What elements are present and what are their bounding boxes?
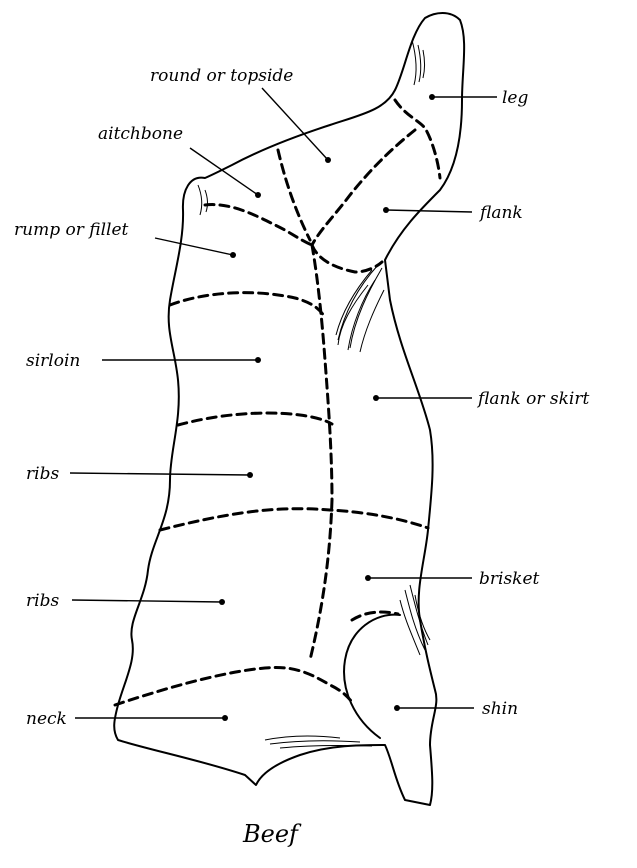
dot-neck bbox=[222, 715, 228, 721]
label-round-or-topside: round or topside bbox=[150, 66, 293, 86]
carcass-outline bbox=[113, 12, 466, 806]
label-leg: leg bbox=[502, 88, 528, 108]
dot-flank bbox=[383, 207, 389, 213]
label-brisket: brisket bbox=[479, 569, 540, 589]
label-sirloin: sirloin bbox=[26, 351, 80, 371]
dot-ribs-upper bbox=[247, 472, 253, 478]
dot-sirloin bbox=[255, 357, 261, 363]
leaders bbox=[69, 87, 497, 721]
dot-leg bbox=[429, 94, 435, 100]
shin-contour bbox=[343, 613, 401, 739]
dot-ribs-lower bbox=[219, 599, 225, 605]
label-rump-or-fillet: rump or fillet bbox=[14, 220, 129, 240]
dot-brisket bbox=[365, 575, 371, 581]
hatching bbox=[197, 39, 431, 749]
dot-aitchbone bbox=[255, 192, 261, 198]
label-flank: flank bbox=[478, 203, 523, 223]
dot-round-or-topside bbox=[325, 157, 331, 163]
dot-rump-or-fillet bbox=[230, 252, 236, 258]
dot-flank-or-skirt bbox=[373, 395, 379, 401]
label-shin: shin bbox=[482, 699, 518, 719]
label-neck: neck bbox=[26, 709, 67, 729]
diagram-title: Beef bbox=[242, 820, 302, 848]
dot-shin bbox=[394, 705, 400, 711]
label-aitchbone: aitchbone bbox=[98, 124, 183, 144]
cut-lines bbox=[113, 98, 442, 707]
label-ribs-upper: ribs bbox=[26, 464, 59, 484]
label-ribs-lower: ribs bbox=[26, 591, 59, 611]
label-flank-or-skirt: flank or skirt bbox=[476, 389, 589, 409]
